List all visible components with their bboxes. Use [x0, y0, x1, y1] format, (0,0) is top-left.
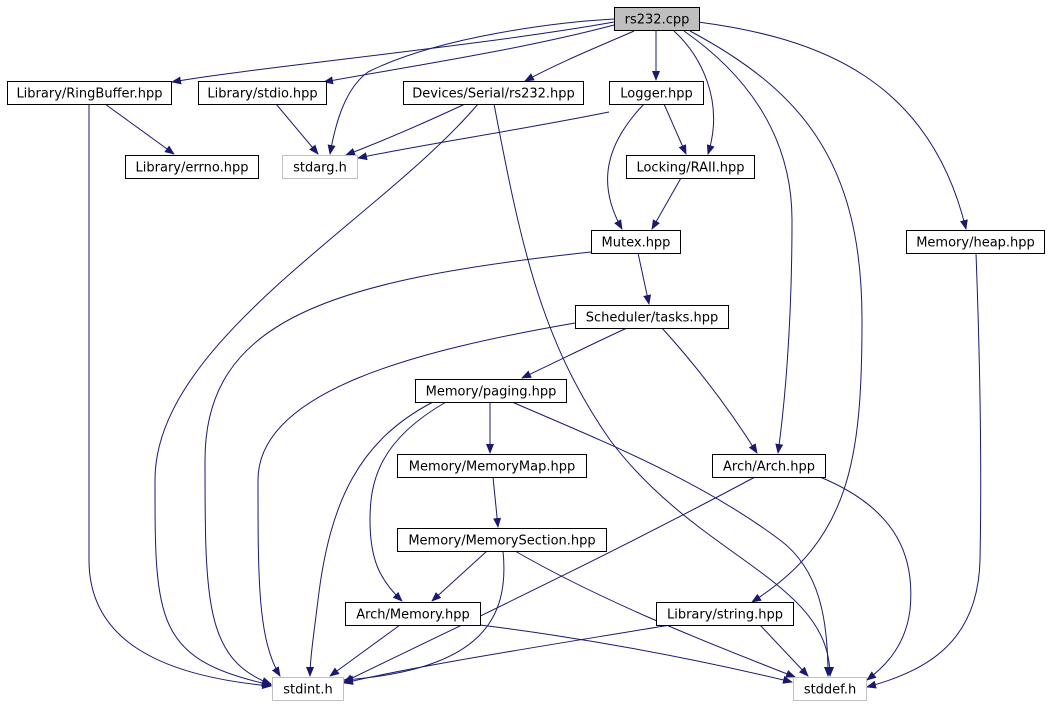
- edge-mutex-to-tasks: [637, 252, 652, 305]
- node-box: [575, 305, 729, 329]
- node-box: [345, 602, 481, 626]
- node-stdio[interactable]: Library/stdio.hpp: [198, 81, 327, 105]
- node-box: [712, 454, 826, 478]
- edge-tasks-to-arch: [661, 327, 758, 454]
- node-box: [198, 81, 327, 105]
- edge-rs232_cpp-to-raii: [673, 30, 715, 155]
- node-label: Mutex.hpp: [602, 236, 671, 251]
- node-label: Scheduler/tasks.hpp: [586, 311, 718, 326]
- node-label: Devices/Serial/rs232.hpp: [412, 87, 575, 102]
- node-stdint: stdint.h: [272, 677, 344, 701]
- node-box: [7, 81, 172, 105]
- node-serial_rs232[interactable]: Devices/Serial/rs232.hpp: [403, 81, 584, 105]
- node-box: [415, 379, 567, 403]
- node-box: [125, 155, 259, 179]
- node-box: [609, 81, 704, 105]
- node-box: [282, 155, 358, 179]
- edge-memorysection-to-stddef: [514, 550, 796, 678]
- edge-tasks-to-stdint: [257, 322, 576, 677]
- edge-string-to-stdint: [343, 624, 671, 685]
- edge-heap-to-stddef: [866, 252, 982, 689]
- edge-memorysection-to-stdint: [343, 550, 505, 684]
- node-box: [626, 155, 755, 179]
- edge-logger-to-mutex: [607, 103, 645, 230]
- node-archmemory[interactable]: Arch/Memory.hpp: [345, 602, 481, 626]
- edge-paging-to-archmemory: [369, 401, 447, 602]
- node-label: Arch/Arch.hpp: [723, 460, 815, 475]
- node-box: [656, 602, 794, 626]
- node-box: [403, 81, 584, 105]
- edge-rs232_cpp-to-ringbuffer: [171, 21, 615, 85]
- node-label: Library/RingBuffer.hpp: [16, 87, 162, 102]
- edge-rs232_cpp-to-heap: [697, 21, 968, 230]
- node-tasks[interactable]: Scheduler/tasks.hpp: [575, 305, 729, 329]
- node-errno[interactable]: Library/errno.hpp: [125, 155, 259, 179]
- node-heap[interactable]: Memory/heap.hpp: [906, 230, 1045, 254]
- node-label: stddef.h: [804, 683, 856, 698]
- node-label: stdarg.h: [293, 161, 347, 176]
- node-label: Logger.hpp: [620, 87, 693, 102]
- edge-memorymap-to-memorysection: [492, 476, 502, 528]
- edge-paging-to-stdint: [306, 401, 434, 677]
- edge-logger-to-raii: [663, 103, 687, 155]
- edge-rs232_cpp-to-stdarg: [327, 18, 615, 155]
- node-label: Library/string.hpp: [667, 608, 783, 623]
- edge-layer: [88, 18, 982, 690]
- node-memorysection[interactable]: Memory/MemorySection.hpp: [397, 528, 607, 552]
- edge-archmemory-to-stddef: [479, 624, 793, 684]
- node-stddef: stddef.h: [793, 677, 867, 701]
- node-label: Memory/MemoryMap.hpp: [409, 460, 575, 475]
- node-label: Library/errno.hpp: [136, 161, 249, 176]
- edge-serial_rs232-to-stddef: [493, 103, 834, 677]
- node-memorymap[interactable]: Memory/MemoryMap.hpp: [397, 454, 587, 478]
- node-label: Library/stdio.hpp: [207, 87, 317, 102]
- edge-rs232_cpp-to-serial_rs232: [524, 30, 635, 82]
- edge-ringbuffer-to-errno: [104, 103, 175, 155]
- node-mutex[interactable]: Mutex.hpp: [591, 230, 681, 254]
- edge-raii-to-mutex: [651, 177, 682, 230]
- edge-logger-to-stdarg: [357, 111, 610, 161]
- edge-rs232_cpp-to-arch: [683, 30, 793, 454]
- edge-rs232_cpp-to-string: [689, 30, 863, 603]
- node-rs232_cpp[interactable]: rs232.cpp: [614, 7, 700, 31]
- edge-tasks-to-paging: [521, 327, 628, 379]
- node-box: [397, 528, 607, 552]
- node-stdarg: stdarg.h: [282, 155, 358, 179]
- node-label: rs232.cpp: [625, 13, 690, 28]
- node-paging[interactable]: Memory/paging.hpp: [415, 379, 567, 403]
- node-box: [591, 230, 681, 254]
- node-ringbuffer[interactable]: Library/RingBuffer.hpp: [7, 81, 172, 105]
- node-box: [272, 677, 344, 701]
- node-logger[interactable]: Logger.hpp: [609, 81, 704, 105]
- node-raii[interactable]: Locking/RAII.hpp: [626, 155, 755, 179]
- edge-stdio-to-stdarg: [275, 103, 319, 155]
- edge-arch-to-stdint: [343, 476, 756, 683]
- node-label: Memory/MemorySection.hpp: [408, 534, 595, 549]
- node-box: [906, 230, 1045, 254]
- node-string[interactable]: Library/string.hpp: [656, 602, 794, 626]
- node-arch[interactable]: Arch/Arch.hpp: [712, 454, 826, 478]
- node-label: Memory/paging.hpp: [426, 385, 557, 400]
- edge-paging-to-stddef: [511, 401, 832, 677]
- edge-arch-to-stddef: [819, 476, 912, 681]
- edge-serial_rs232-to-stdint: [154, 103, 479, 688]
- edge-serial_rs232-to-stdarg: [345, 103, 466, 156]
- node-box: [614, 7, 700, 31]
- node-label: Arch/Memory.hpp: [356, 608, 470, 623]
- node-label: stdint.h: [283, 683, 332, 698]
- node-box: [793, 677, 867, 701]
- edge-memorysection-to-archmemory: [431, 550, 488, 602]
- edge-archmemory-to-stdint: [329, 624, 401, 677]
- node-label: Memory/heap.hpp: [916, 236, 1035, 251]
- edge-mutex-to-stdint: [204, 251, 592, 685]
- edge-ringbuffer-to-stdint: [88, 104, 272, 690]
- node-label: Locking/RAII.hpp: [636, 161, 744, 176]
- edge-string-to-stddef: [759, 624, 809, 677]
- node-box: [397, 454, 587, 478]
- edge-rs232_cpp-to-stdio: [323, 24, 615, 85]
